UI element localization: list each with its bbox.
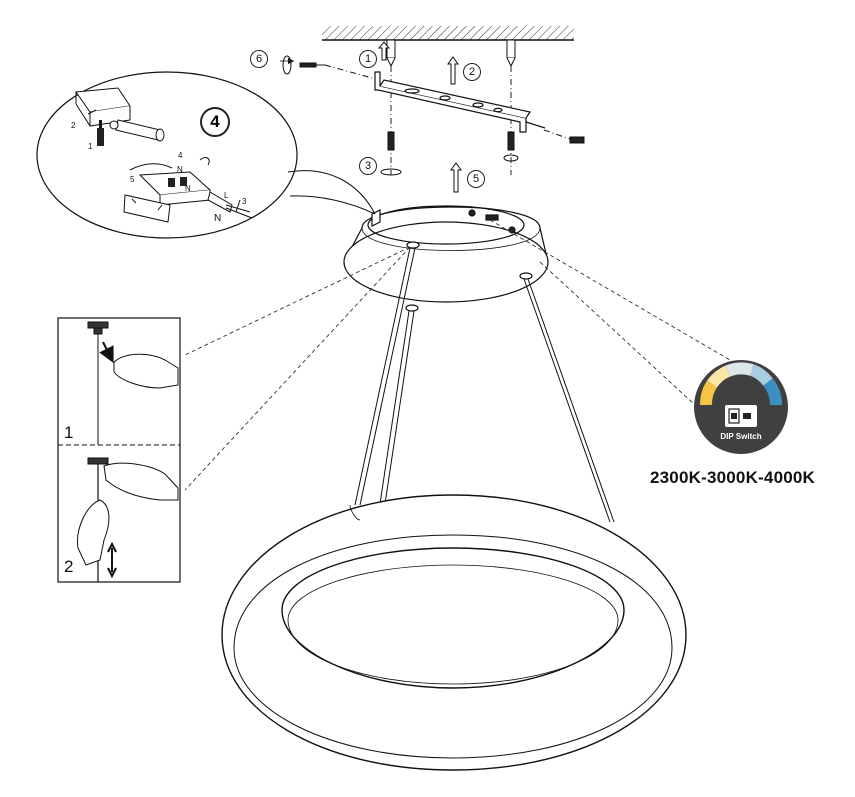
suspension-cables <box>354 247 615 671</box>
wiring-label-2: 2 <box>71 121 76 130</box>
mounting-bracket <box>374 71 546 133</box>
step-1-label: 1 <box>359 50 377 68</box>
step-6-label: 6 <box>250 50 268 68</box>
up-arrows <box>377 41 519 193</box>
ring-luminaire <box>221 494 687 771</box>
wiring-detail-callout <box>36 71 376 239</box>
ceiling-canopy <box>343 205 549 312</box>
step-2-label: 2 <box>463 63 481 81</box>
wiring-label-n-b: N <box>185 184 191 193</box>
wiring-label-l: L <box>224 191 229 200</box>
bracket-screws <box>387 131 515 151</box>
panel-step-1-label: 1 <box>64 423 74 442</box>
ceiling-anchors <box>386 39 516 68</box>
leader-lines <box>184 219 731 491</box>
side-screw-right <box>543 129 585 144</box>
wiring-label-1: 1 <box>88 142 93 151</box>
step-4-label: 4 <box>200 107 230 137</box>
panel-step-2-label: 2 <box>64 557 74 576</box>
color-temperature-options: 2300K-3000K-4000K <box>650 468 816 487</box>
wiring-label-5: 5 <box>130 175 135 184</box>
dip-switch-badge <box>694 360 788 454</box>
cable-adjust-panel <box>57 317 181 583</box>
wiring-label-n: N <box>214 213 222 224</box>
step-3-label: 3 <box>359 157 377 175</box>
side-screw-left <box>280 55 373 79</box>
wiring-label-4: 4 <box>178 151 183 160</box>
step-5-label: 5 <box>467 170 485 188</box>
ceiling <box>322 26 574 41</box>
wiring-label-n-a: N <box>177 165 183 174</box>
dip-switch-label: DIP Switch <box>720 432 762 441</box>
wiring-label-3: 3 <box>242 197 247 206</box>
